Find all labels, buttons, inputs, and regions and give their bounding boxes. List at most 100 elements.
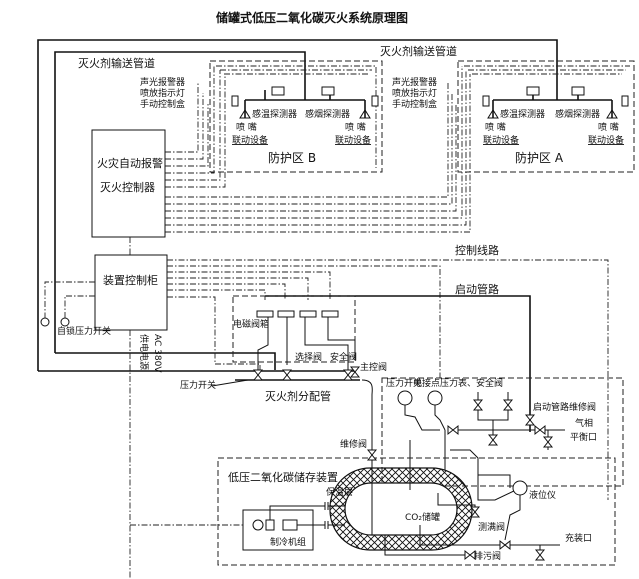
- manifold-label: 灭火剂分配管: [265, 389, 331, 403]
- valve-icon: [524, 414, 536, 426]
- smoke-detector-icon: [571, 86, 585, 96]
- solenoid-valve-icon: [256, 310, 274, 318]
- solenoid-valves: [256, 310, 339, 318]
- zone-a-manual-box-label: 手动控制盒: [392, 98, 437, 110]
- nozzle-icon: [239, 109, 371, 119]
- level-gauge-label: 液位仪: [529, 489, 556, 501]
- valve-icon: [534, 549, 546, 561]
- nozzle-label: 喷 嘴: [485, 122, 506, 133]
- device-icon: [371, 95, 379, 107]
- co2-storage-unit: [217, 457, 616, 566]
- valve-icon: [281, 369, 293, 381]
- nozzle-label: 喷 嘴: [345, 122, 366, 133]
- zone-b-release-light-label: 喷放指示灯: [140, 87, 185, 99]
- zone-a-name: 防护区 A: [515, 150, 564, 165]
- protection-zone-a: 感温探测器 感烟探测器 喷 嘴 喷 嘴 联动设备 联动设备 防护区 A: [457, 60, 635, 173]
- nozzle-icon: [487, 109, 618, 119]
- valve-icon: [534, 424, 546, 436]
- valve-icon: [366, 449, 378, 461]
- protection-zone-b: 感温探测器 感烟探测器 喷 嘴 喷 嘴 联动设备 联动设备 防护区 B: [209, 60, 383, 173]
- valve-icon: [487, 434, 499, 446]
- valve-icon: [469, 506, 481, 518]
- full-valve-label: 测满阀: [478, 522, 505, 533]
- tank-pressure-switch-label: 压力开关: [386, 377, 422, 389]
- main-valve-label: 主控阀: [360, 361, 387, 373]
- heat-detector-icon: [271, 86, 285, 96]
- smoke-detector-label: 感烟探测器: [305, 108, 350, 120]
- signal-lines-zone-b: [165, 66, 226, 188]
- diagram-title: 储罐式低压二氧化碳灭火系统原理图: [216, 10, 408, 25]
- zone-b-alarm-label: 声光报警器: [140, 76, 185, 88]
- self-lock-pressure-switch-icon: [60, 317, 70, 327]
- linkage-label: 联动设备: [335, 134, 371, 146]
- device-icon: [231, 95, 239, 107]
- tank-instrument-area: [381, 377, 624, 487]
- compressor-icon: [252, 519, 264, 531]
- storage-label: 低压二氧化碳储存装置: [228, 470, 338, 484]
- valve-icon: [464, 549, 476, 561]
- valve-icon: [342, 369, 354, 381]
- maint-valve-label: 维修阀: [340, 438, 367, 450]
- valve-icon: [472, 399, 484, 411]
- control-lines: [167, 259, 609, 500]
- heat-detector-label: 感温探测器: [500, 108, 545, 120]
- pressure-switch-gauge-icon: [397, 390, 413, 406]
- smoke-detector-label: 感烟探测器: [555, 108, 600, 120]
- co2-tank: [344, 482, 458, 536]
- device-icon: [482, 95, 490, 107]
- refrigeration-label: 制冷机组: [270, 536, 306, 548]
- zone-a-release-light-label: 喷放指示灯: [392, 87, 437, 99]
- pressure-gauge-icon: [427, 390, 443, 406]
- zone-b-manual-box-label: 手动控制盒: [140, 98, 185, 110]
- heat-detector-label: 感温探测器: [252, 108, 297, 120]
- refrigeration-unit: [242, 509, 314, 551]
- solenoid-valve-icon: [299, 310, 317, 318]
- pressure-switch-icon: [40, 317, 50, 327]
- fire-alarm-controller: [91, 129, 166, 238]
- self-lock-switch-label: 自锁压力开关: [57, 325, 111, 337]
- self-lock-wires: [44, 281, 95, 318]
- linkage-label: 联动设备: [483, 134, 519, 146]
- valve-icon: [502, 399, 514, 411]
- valve-icon: [252, 369, 264, 381]
- valve-symbols: [252, 366, 554, 561]
- cabinet-label: 装置控制柜: [103, 273, 158, 287]
- pipe-to-selector: [55, 352, 276, 370]
- nozzle-label: 喷 嘴: [598, 122, 619, 133]
- valve-icon: [349, 366, 361, 378]
- power-label: 供电电源: [138, 334, 150, 370]
- start-pipe-label: 启动管路: [455, 282, 499, 296]
- linkage-label: 联动设备: [588, 134, 624, 146]
- heat-exchanger-icon: [282, 519, 298, 531]
- tank-label: CO₂储罐: [405, 511, 440, 523]
- coil-icon: [265, 519, 275, 531]
- power-voltage: AC 380V: [152, 334, 162, 373]
- solenoid-valve-icon: [277, 310, 295, 318]
- level-gauge-icon: [512, 480, 528, 496]
- zone-b-name: 防护区 B: [268, 150, 316, 165]
- control-line-label: 控制线路: [455, 243, 499, 257]
- solenoid-valve-box: [232, 295, 356, 363]
- selector-valve-label: 选择阀: [295, 351, 322, 363]
- delivery-pipe-b: [54, 51, 306, 353]
- vapor-balance-label-2: 平衡口: [570, 431, 597, 443]
- controller-label-line2: 灭火控制器: [100, 180, 155, 194]
- valve-icon: [542, 436, 554, 448]
- signal-lines-zone-a: [165, 66, 471, 233]
- delivery-pipe-b-label: 灭火剂输送管道: [78, 56, 155, 70]
- delivery-pipe-a-label: 灭火剂输送管道: [380, 44, 457, 58]
- solenoid-valve-icon: [321, 310, 339, 318]
- heat-detector-icon: [526, 86, 540, 96]
- linkage-label: 联动设备: [232, 134, 268, 146]
- vapor-balance-label-1: 气相: [575, 417, 593, 429]
- device-icon: [621, 95, 629, 107]
- insulation-label: 保温层: [326, 486, 353, 498]
- drain-valve-label: 排污阀: [474, 550, 501, 562]
- fill-port-label: 充装口: [565, 532, 592, 544]
- start-maint-valve-label: 启动管路维修阀: [533, 401, 596, 413]
- safety-valve-label: 安全阀: [330, 351, 357, 363]
- pressure-switch-label: 压力开关: [180, 379, 216, 391]
- gauge-safety-label: 电接点压力表、安全阀: [413, 377, 503, 389]
- device-control-cabinet: [94, 254, 168, 331]
